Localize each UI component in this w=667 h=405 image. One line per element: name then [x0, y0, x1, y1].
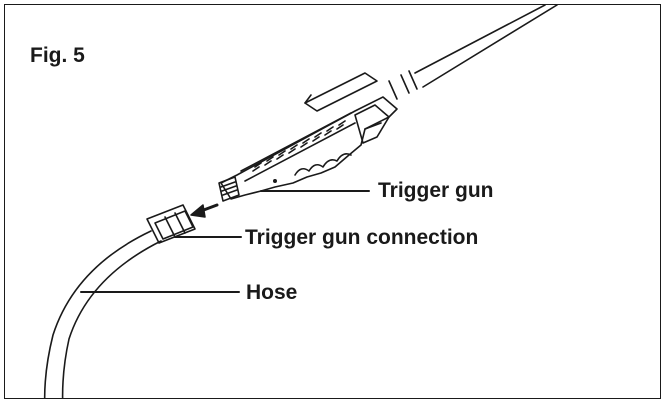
sprayer-illustration: [43, 5, 558, 398]
hose: [43, 230, 162, 398]
figure-label: Fig. 5: [30, 44, 85, 67]
hose-connector: [146, 204, 196, 244]
figure-frame: Fig. 5 Trigger gun Trigger gun connectio…: [4, 4, 661, 399]
hose-label: Hose: [246, 281, 298, 304]
connection-arrow: [190, 203, 219, 218]
callout-leader-lines: [80, 190, 370, 293]
trigger-gun-label: Trigger gun: [378, 179, 494, 202]
trigger-lever: [304, 72, 378, 112]
trigger-gun-connection-label: Trigger gun connection: [245, 226, 479, 249]
spray-wand: [388, 5, 558, 100]
trigger-gun: [218, 96, 398, 202]
